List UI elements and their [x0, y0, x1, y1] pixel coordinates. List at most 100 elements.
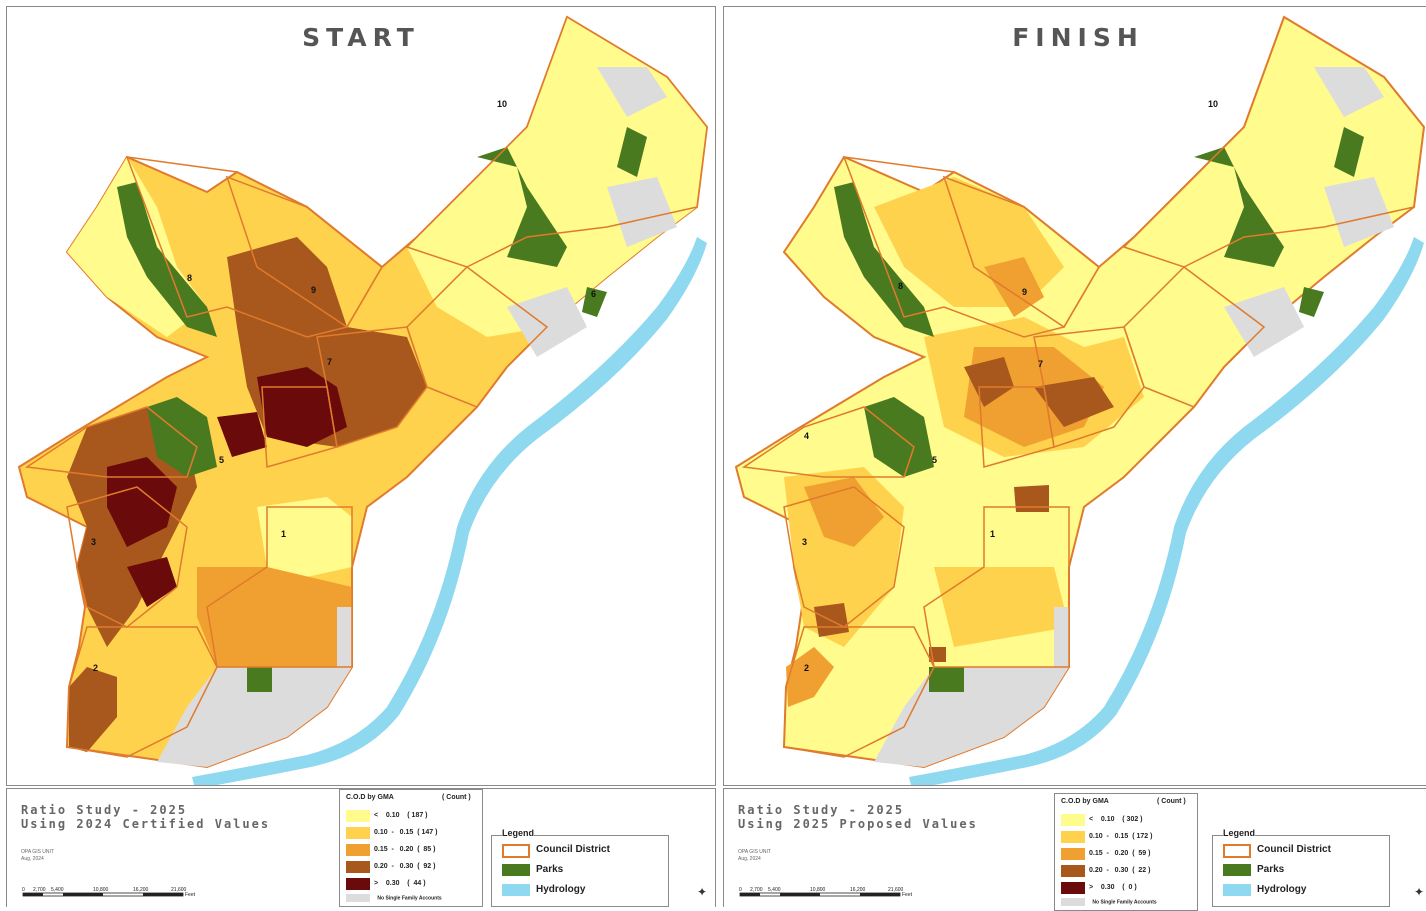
region-south — [197, 567, 352, 667]
ratio-title: Ratio Study - 2025 Using 2025 Proposed V… — [738, 803, 978, 831]
parks-swatch — [502, 864, 530, 876]
cod-row: > 0.30 ( 44 ) — [346, 878, 480, 890]
unit-note: OPA GIS UNIT Aug, 2024 — [21, 849, 54, 863]
cod-swatch — [1061, 831, 1085, 843]
district-label-8: 8 — [898, 281, 904, 291]
ratio-title: Ratio Study - 2025 Using 2024 Certified … — [21, 803, 270, 831]
gray-ne1 — [597, 67, 667, 117]
cod-swatch — [1061, 848, 1085, 860]
unit-line-2: Aug, 2024 — [738, 856, 761, 862]
ratio-line-2: Using 2025 Proposed Values — [738, 817, 978, 831]
hydrology-swatch — [1223, 884, 1251, 896]
cod-nodata-label: No Single Family Accounts — [377, 895, 442, 902]
legend-label: Hydrology — [536, 884, 586, 895]
council-districts — [24, 15, 708, 758]
cod-row: 0.20 - 0.30 ( 92 ) — [346, 861, 480, 873]
cod-row: > 0.30 ( 0 ) — [1061, 882, 1195, 894]
legend-heading: Legend — [502, 828, 535, 838]
cod-legend-count: ( Count ) — [1157, 798, 1186, 805]
gray-ne2 — [1324, 177, 1394, 247]
region-n-orange — [984, 257, 1044, 317]
cod-row-text: > 0.30 ( 44 ) — [374, 880, 426, 887]
district-label-5: 5 — [932, 455, 938, 465]
region-southwest — [69, 667, 117, 752]
cod-nodata: No Single Family Accounts — [346, 894, 442, 902]
nodata-swatch — [1061, 898, 1085, 906]
scale-bar: 0 2,700 5,400 10,800 16,200 21,600 Feet — [739, 887, 913, 898]
cod-swatch — [346, 810, 370, 822]
cod-row: 0.10 - 0.15 ( 147 ) — [346, 827, 480, 839]
unit-line-1: OPA GIS UNIT — [738, 849, 771, 855]
park-ne — [1334, 127, 1364, 177]
legend-label: Council District — [536, 844, 610, 855]
panel-title: FINISH — [1012, 23, 1144, 52]
legend-label: Parks — [536, 864, 564, 875]
cod-legend-title: C.O.D by GMA — [1061, 798, 1109, 805]
scale-label-2: 5,400 — [51, 887, 64, 893]
cod-row-text: 0.20 - 0.30 ( 22 ) — [1089, 867, 1151, 874]
cod-nodata: No Single Family Accounts — [1061, 898, 1157, 906]
finish-map — [734, 15, 1426, 785]
cod-swatch — [346, 861, 370, 873]
cod-row-text: 0.20 - 0.30 ( 92 ) — [374, 863, 436, 870]
unit-line-1: OPA GIS UNIT — [21, 849, 54, 855]
start-info-bar: Ratio Study - 2025 Using 2024 Certified … — [6, 788, 716, 907]
ratio-line-2: Using 2024 Certified Values — [21, 817, 271, 831]
unit-line-2: Aug, 2024 — [21, 856, 44, 862]
scale-bar: 0 2,700 5,400 10,800 16,200 21,600 Feet — [22, 887, 196, 898]
map-legend: Legend Council District Parks Hydrology — [491, 828, 669, 907]
scale-label-2: 5,400 — [768, 887, 781, 893]
cod-legend: C.O.D by GMA ( Count ) < 0.10 ( 187 ) 0.… — [339, 789, 483, 907]
north-arrow-icon: ✦ — [697, 885, 708, 899]
scale-label-5: 21,600 — [171, 887, 187, 893]
council-swatch — [1223, 844, 1251, 858]
region-navyyard — [157, 667, 352, 767]
cod-legend: C.O.D by GMA ( Count ) < 0.10 ( 302 ) 0.… — [1054, 793, 1198, 911]
region-brown-3 — [1014, 485, 1049, 512]
cod-swatch — [1061, 814, 1085, 826]
scale-label-1: 2,700 — [750, 887, 763, 893]
park-east — [582, 287, 607, 317]
park-ne — [617, 127, 647, 177]
panel-title: START — [302, 23, 420, 52]
cod-swatch — [346, 844, 370, 856]
cod-nodata-label: No Single Family Accounts — [1092, 899, 1157, 906]
scale-label-3: 10,800 — [93, 887, 109, 893]
region-sw-orange — [786, 647, 834, 707]
cod-row-text: > 0.30 ( 0 ) — [1089, 884, 1137, 891]
gray-ne1 — [1314, 67, 1384, 117]
scale-label-3: 10,800 — [810, 887, 826, 893]
nodata-swatch — [346, 894, 370, 902]
park-wissahickon — [117, 182, 217, 337]
ratio-line-1: Ratio Study - 2025 — [21, 803, 188, 817]
district-label-10: 10 — [1208, 99, 1219, 109]
cod-row-text: 0.15 - 0.20 ( 85 ) — [374, 846, 436, 853]
scale-label-0: 0 — [22, 887, 25, 893]
park-fairmount — [147, 397, 217, 477]
council-districts — [741, 15, 1425, 758]
cod-legend-count: ( Count ) — [442, 794, 471, 801]
region-west-core — [107, 457, 177, 547]
finish-map-frame: FINISH 10 8 9 7 5 4 3 2 1 — [723, 6, 1426, 786]
district-label-6: 6 — [591, 289, 597, 299]
region-brown-2 — [1034, 377, 1114, 427]
district-label-9: 9 — [311, 285, 317, 295]
district-label-5: 5 — [219, 455, 225, 465]
park-wissahickon — [834, 182, 934, 337]
cod-row: 0.15 - 0.20 ( 85 ) — [346, 844, 480, 856]
cod-row-text: 0.15 - 0.20 ( 59 ) — [1089, 850, 1151, 857]
cod-row-text: < 0.10 ( 302 ) — [1089, 816, 1143, 823]
scale-unit: Feet — [902, 892, 913, 898]
council-swatch — [502, 844, 530, 858]
park-pennypack — [1194, 147, 1284, 267]
district-label-4: 4 — [804, 431, 810, 441]
cod-row-text: < 0.10 ( 187 ) — [374, 812, 428, 819]
cod-legend-title: C.O.D by GMA — [346, 794, 394, 801]
district-label-1: 1 — [281, 529, 287, 539]
region-brown-1 — [964, 357, 1014, 407]
region-south-light — [934, 567, 1069, 647]
scale-label-4: 16,200 — [850, 887, 866, 893]
scale-label-5: 21,600 — [888, 887, 904, 893]
district-label-1: 1 — [990, 529, 996, 539]
park-fairmount — [864, 397, 934, 477]
